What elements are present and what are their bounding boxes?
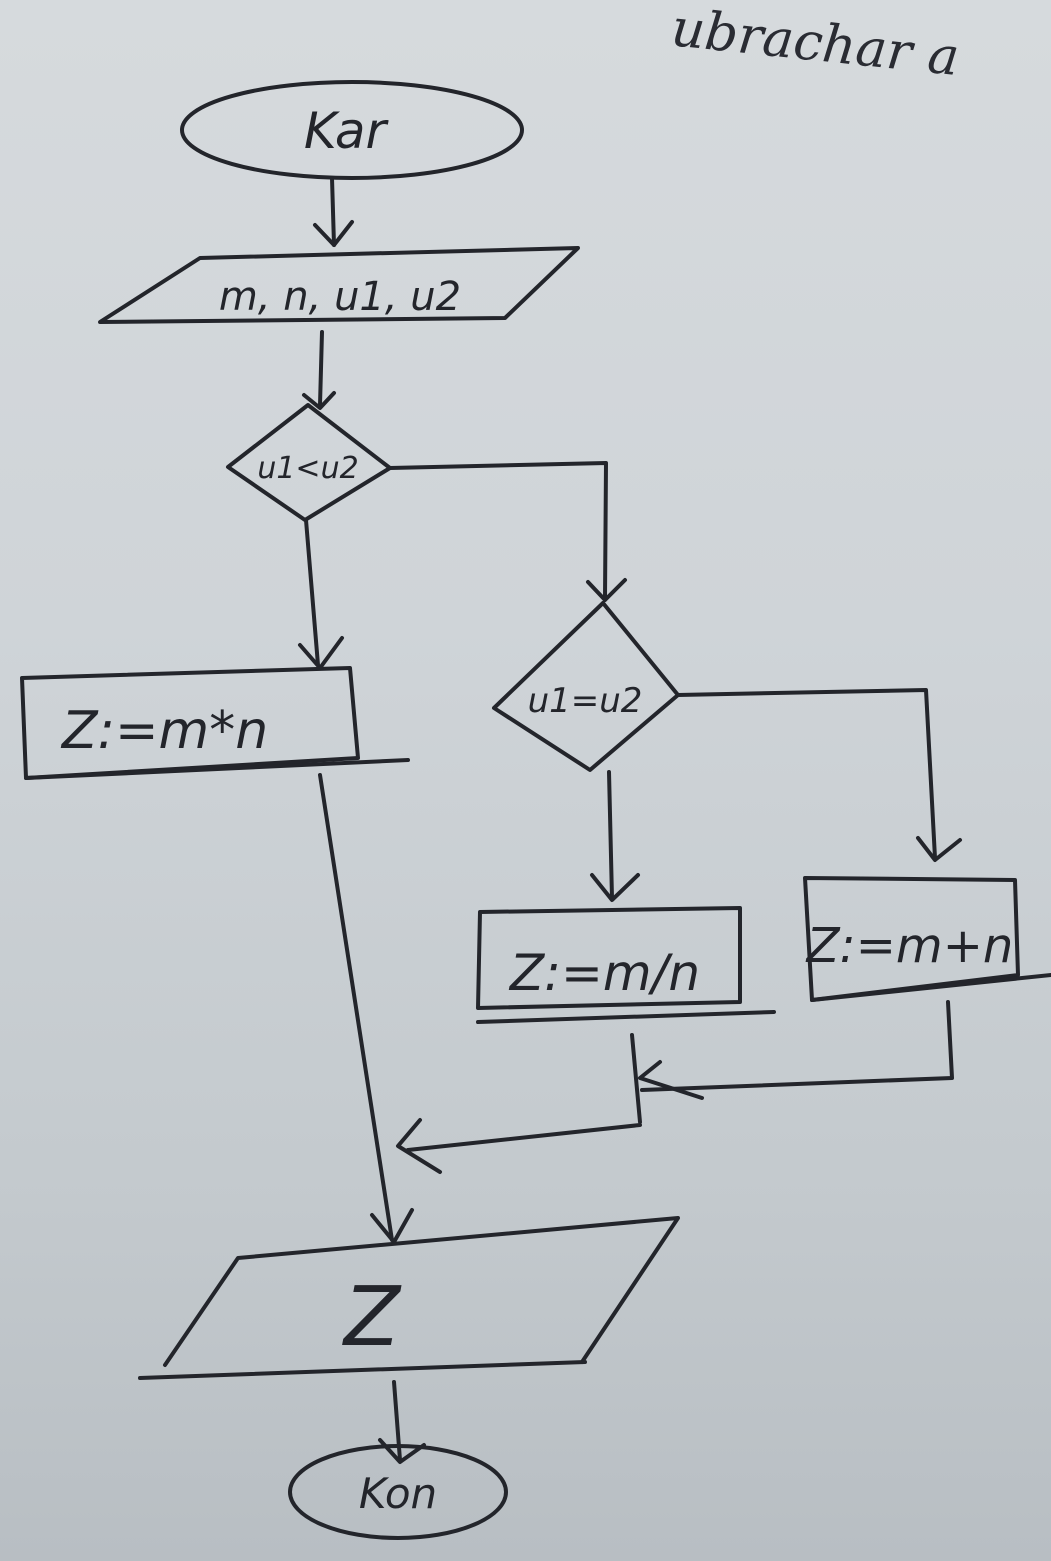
arrow-left-to-output bbox=[318, 773, 414, 1244]
input-label: m, n, u1, u2 bbox=[219, 274, 461, 320]
decision-1-diamond: u1<u2 bbox=[226, 403, 392, 522]
merge-to-output bbox=[396, 1118, 642, 1174]
output-parallelogram: Z bbox=[138, 1216, 680, 1380]
decision-2-diamond: u1=u2 bbox=[492, 601, 680, 772]
process-right-box: Z:=m+n bbox=[803, 876, 1051, 1002]
start-label: Kar bbox=[304, 102, 390, 160]
process-left-label: Z:=m*n bbox=[60, 701, 268, 761]
output-label: Z bbox=[342, 1270, 402, 1365]
input-parallelogram: m, n, u1, u2 bbox=[98, 246, 580, 324]
arrow-input-to-decision-1 bbox=[302, 330, 336, 410]
arrow-decision-1-yes bbox=[298, 518, 344, 670]
process-middle-label: Z:=m/n bbox=[508, 944, 700, 1002]
end-terminal: Kon bbox=[288, 1444, 508, 1540]
header-note: ubrachar a bbox=[669, 0, 962, 88]
decision-2-label: u1=u2 bbox=[528, 681, 643, 721]
process-left-box: Z:=m*n bbox=[20, 666, 410, 780]
end-label: Kon bbox=[359, 1469, 437, 1518]
arrow-decision-2-yes bbox=[590, 770, 640, 902]
process-middle-box: Z:=m/n bbox=[476, 906, 776, 1024]
start-terminal: Kar bbox=[180, 80, 524, 180]
process-right-label: Z:=m+n bbox=[805, 918, 1014, 974]
arrow-decision-1-no bbox=[388, 461, 627, 602]
arrow-output-to-end bbox=[378, 1380, 426, 1464]
decision-1-label: u1<u2 bbox=[257, 451, 358, 486]
arrow-decision-2-no bbox=[676, 688, 962, 862]
merge-middle-right bbox=[630, 1000, 954, 1124]
arrow-start-to-input bbox=[313, 176, 354, 247]
